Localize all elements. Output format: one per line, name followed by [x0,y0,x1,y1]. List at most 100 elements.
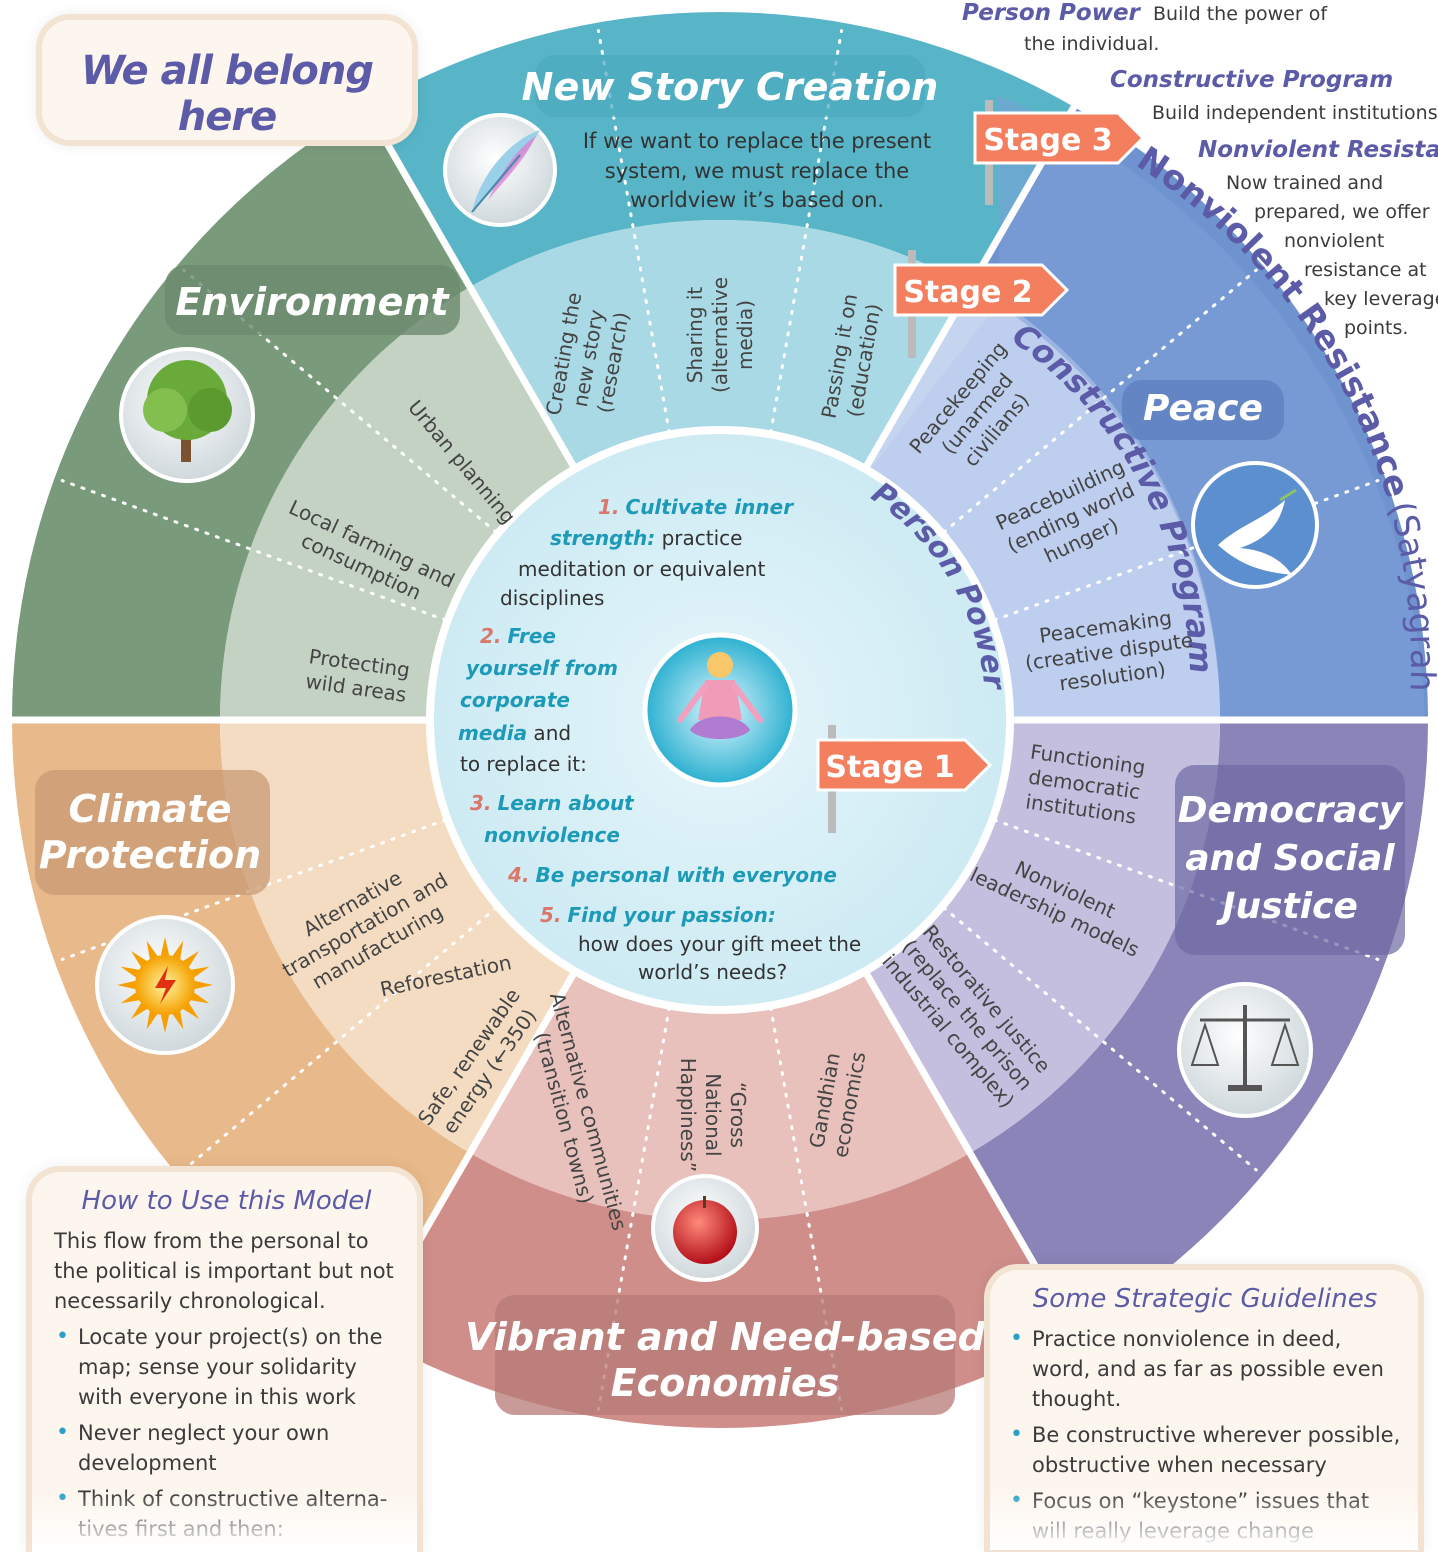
apple-icon [651,1174,759,1282]
svg-text:3.Learn about: 3.Learn about [470,791,635,815]
guidelines-card: Some Strategic Guidelines Practice nonvi… [990,1270,1418,1550]
sun-ray [146,940,158,960]
title-climate: Climate Protection [35,770,270,895]
sun-ray [120,966,140,978]
sector-item-line: media) [733,300,757,370]
middle-sector-economies [470,966,970,1221]
svg-text:Economies: Economies [611,1361,840,1405]
sector-item-line: National [701,1073,725,1156]
sun-ray [194,980,213,990]
how-to-title: How to Use this Model [81,1186,372,1216]
svg-text:Justice: Justice [1216,886,1358,927]
stage-2-marker: Stage 2 [893,250,1070,358]
legend-nonviolent-text-2: prepared, we offer [1254,201,1430,223]
meditation-icon [642,632,798,788]
sun-ray [160,1014,170,1033]
new-story-desc-2: system, we must replace the [605,159,909,183]
sun-ray [172,1010,184,1030]
title-peace: Peace [1122,380,1284,440]
svg-text:Environment: Environment [175,280,450,324]
sun-ray [183,1003,199,1019]
sun-ray [117,980,136,990]
list-item: Be constructive wherever possible, obstr… [1008,1420,1402,1480]
middle-sector-environment [220,286,578,720]
list-item: Practice nonviolence in deed, word, and … [1008,1324,1402,1414]
legend-constructive-text: Build independent institutions. [1152,102,1438,124]
legend-person-power-text-2: the individual. [1024,33,1160,55]
list-item: Never neglect your own development [54,1418,399,1478]
svg-text:strength: practice: strength: practice [550,526,742,550]
sun-ray [131,1003,147,1019]
sun-ray [160,937,170,956]
sun-ray [146,1010,158,1030]
new-story-desc-1: If we want to replace the present [583,129,931,153]
svg-text:media and: media and [458,721,571,745]
svg-text:Democracy: Democracy [1178,790,1404,831]
sector-item: Sharing it(alternativemedia) [683,277,757,393]
stage-1-marker: Stage 1 [816,725,993,833]
belong-card: We all belong here [42,20,412,140]
svg-text:Stage 2: Stage 2 [903,275,1032,310]
sun-ray [190,966,210,978]
constructive-band [870,300,1221,720]
svg-text:Protection: Protection [39,833,261,877]
middle-sector-new-story [470,220,970,474]
legend-nonviolent-text-5: key leverage [1324,288,1438,310]
svg-text:Peace: Peace [1143,388,1263,429]
sun-ray [183,951,199,967]
sub-divider [60,479,448,622]
sector-item-line: “Gross [726,1082,750,1148]
sub-divider [942,268,1258,534]
sun-ray [172,940,184,960]
svg-text:1.Cultivate inner: 1.Cultivate inner [598,495,794,519]
belong-label: We all belong here [80,48,374,140]
legend-person-power-heading: Person Power [962,0,1140,26]
legend-nonviolent-text-3: nonviolent [1284,230,1385,252]
sector-item-line: Sharing it [683,287,707,384]
tree-icon [119,347,255,483]
list-item: Locate your project(s) on the map; sense… [54,1322,399,1412]
sun-icon [95,915,235,1055]
how-to-intro: This flow from the personal to the polit… [54,1229,394,1313]
quill-icon [443,113,557,227]
sector-item-line: Happiness” [676,1058,700,1172]
svg-text:Stage 3: Stage 3 [983,123,1112,158]
svg-text:2.Free: 2.Free [480,624,556,648]
guidelines-title: Some Strategic Guidelines [1032,1284,1378,1314]
legend-nonviolent-heading: Nonviolent Resistance [1198,137,1438,163]
legend-nonviolent-text-4: resistance at [1304,259,1427,281]
sector-item-line: (alternative [708,277,732,393]
svg-text:how does your gift meet the: how does your gift meet the [578,932,861,956]
svg-text:Stage 1: Stage 1 [825,750,954,785]
scales-icon [1177,982,1313,1118]
legend-constructive-heading: Constructive Program [1110,67,1394,93]
sun-ray [190,992,210,1004]
legend-person-power-text-1: Build the power of [1153,3,1328,25]
svg-text:4.Be personal with everyone: 4.Be personal with everyone [507,863,837,887]
center-steps: 1.Cultivate inner strength: practice med… [458,495,861,984]
svg-text:nonviolence: nonviolence [484,823,620,847]
title-environment: Environment [165,265,460,335]
svg-text:to replace it:: to replace it: [460,752,587,776]
new-story-desc-3: worldview it’s based on. [630,188,884,212]
title-democracy: Democracy and Social Justice [1175,765,1405,955]
title-new-story: New Story Creation [522,55,938,117]
stage-3-marker: Stage 3 [973,100,1146,205]
svg-text:and Social: and Social [1185,838,1395,879]
svg-text:corporate: corporate [460,688,570,712]
sub-divider [942,906,1258,1172]
legend-nonviolent-text-6: points. [1344,317,1409,339]
svg-text:disciplines: disciplines [500,586,604,610]
svg-text:Climate: Climate [68,787,231,831]
sector-item: Peacebuilding(ending worldhunger) [992,455,1150,581]
svg-text:5.Find your passion:: 5.Find your passion: [540,903,776,927]
sector-item: “GrossNationalHappiness” [676,1058,750,1172]
svg-text:meditation or equivalent: meditation or equivalent [518,557,765,581]
svg-text:world’s needs?: world’s needs? [638,960,787,984]
dove-icon [1191,461,1319,589]
middle-sector-democracy [862,720,1220,1154]
sun-ray [120,992,140,1004]
how-to-card: How to Use this Model This flow from the… [32,1172,417,1552]
sector-divider [360,101,579,471]
